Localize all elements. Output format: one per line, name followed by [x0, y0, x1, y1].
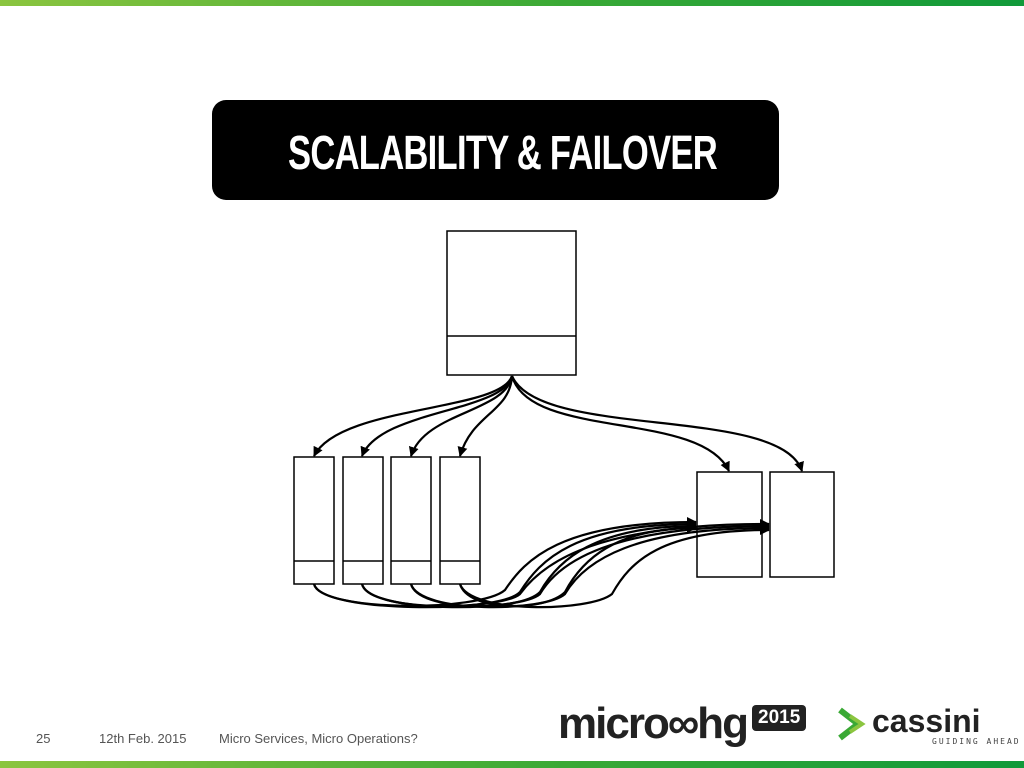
cassini-logo: cassini GUIDING AHEAD: [836, 703, 1019, 750]
footer-date: 12th Feb. 2015: [99, 731, 187, 746]
service-instance-4: [439, 456, 481, 585]
cassini-name: cassini: [872, 703, 981, 739]
backend-arrows: [312, 517, 770, 609]
slide-title: SCALABILITY & FAILOVER: [288, 127, 718, 180]
cassini-tagline: GUIDING AHEAD: [932, 737, 1021, 746]
backend-node-2: [769, 471, 835, 578]
footer-talk-title: Micro Services, Micro Operations?: [219, 731, 418, 746]
service-instance-1: [293, 456, 335, 585]
bottom-accent-bar: [0, 761, 1024, 768]
chevron-right-icon: [838, 707, 866, 741]
service-instance-3: [390, 456, 432, 585]
top-node: [446, 230, 577, 376]
microxchg-logo: micro∞hg: [558, 699, 749, 748]
microxchg-year-badge: 2015: [752, 705, 807, 731]
fanout-arrows: [313, 375, 804, 472]
page-number: 25: [36, 731, 51, 746]
top-accent-bar: [0, 0, 1024, 6]
service-instance-2: [342, 456, 384, 585]
title-banner: [212, 100, 779, 200]
